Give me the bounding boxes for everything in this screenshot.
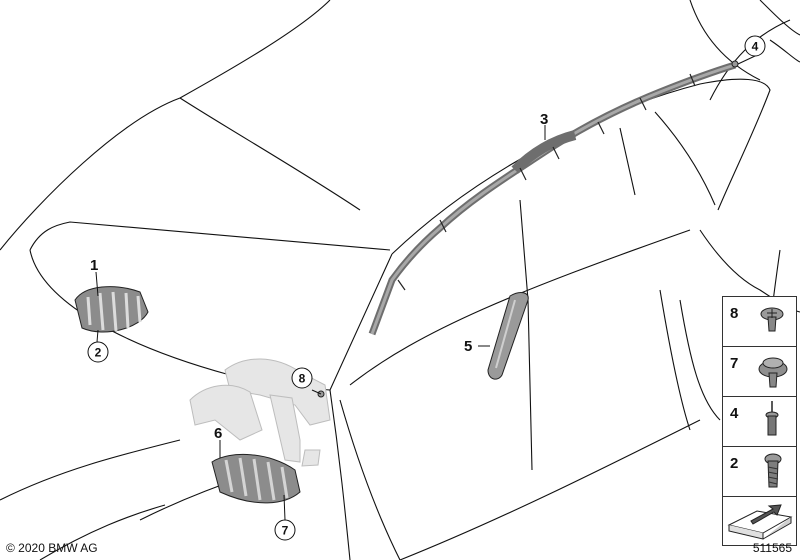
legend-cell-4: 4 [723,397,796,447]
curtain-airbag [368,61,737,336]
sheet-metal-arrow-icon [727,504,793,540]
screw-pan-head-icon [760,307,784,332]
callout-2: 2 [87,341,109,363]
legend-number: 4 [730,405,739,422]
drawing-number: 511565 [752,541,792,555]
legend-cell-2: 2 [723,447,796,497]
legend-cell-7: 7 [723,347,796,397]
legend-cell-sheet [723,497,796,547]
callout-3: 3 [540,111,548,128]
legend-number: 2 [730,455,739,472]
callout-2-label: 2 [95,346,102,360]
callout-5: 5 [464,338,472,355]
callout-4-label: 4 [752,40,759,54]
copyright-notice: © 2020 BMW AG [6,541,98,555]
screw-washer-head-icon [758,357,788,388]
fastener-legend-panel: 8 7 4 2 [722,296,797,546]
knee-airbag [211,453,301,504]
callout-6: 6 [214,425,222,442]
blind-rivet-icon [765,401,779,436]
callout-4: 4 [744,35,766,57]
legend-number: 8 [730,305,739,322]
callout-7-label: 7 [282,524,289,538]
legend-number: 7 [730,355,739,372]
callout-8-label: 8 [299,372,306,386]
legend-cell-8: 8 [723,297,796,347]
callout-8: 8 [291,367,313,389]
callout-1: 1 [90,257,98,274]
fastener-point [317,60,739,398]
bolt-icon [764,453,782,488]
side-airbag [487,292,529,380]
passenger-airbag-module [74,286,149,333]
leader-lines [95,55,756,521]
callout-7: 7 [274,519,296,541]
